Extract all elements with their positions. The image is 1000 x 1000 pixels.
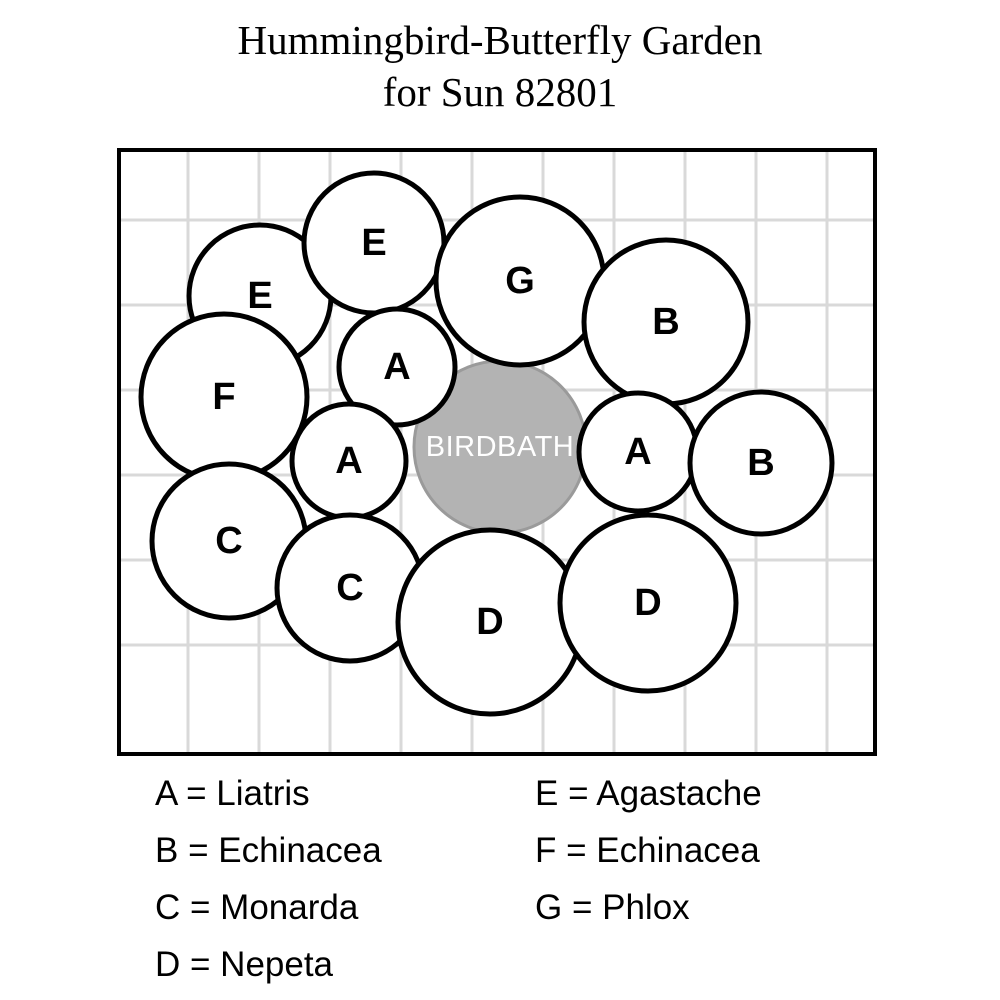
garden-plot-svg: BIRDBATH E E G B A F A A B C C D D	[117, 148, 877, 756]
plant-label-a: A	[335, 440, 362, 482]
plant-circle-a[interactable]	[336, 306, 458, 428]
legend-item: B = Echinacea	[155, 831, 382, 870]
legend-item: C = Monarda	[155, 888, 359, 927]
plant-circle-d[interactable]	[557, 512, 739, 694]
legend-item: E = Agastache	[535, 774, 762, 813]
plant-label-a: A	[383, 346, 410, 388]
plant-label-d: D	[476, 601, 503, 643]
plant-label-e: E	[361, 222, 386, 264]
legend-item: D = Nepeta	[155, 945, 334, 984]
legend-item: F = Echinacea	[535, 831, 760, 870]
legend-column-left: A = Liatris B = Echinacea C = Monarda D = N…	[155, 765, 382, 993]
legend-item: G = Phlox	[535, 888, 690, 927]
plant-label-c: C	[336, 567, 363, 609]
planting-shapes: BIRDBATH E E G B A F A A B C C D D	[138, 170, 835, 717]
plant-label-b: B	[652, 301, 679, 343]
plant-label-f: F	[212, 376, 235, 418]
garden-plot: BIRDBATH E E G B A F A A B C C D D	[117, 148, 877, 756]
plant-label-e: E	[247, 275, 272, 317]
plot-border	[117, 148, 877, 756]
title-line-2: for Sun 82801	[382, 69, 618, 115]
plant-label-d: D	[634, 582, 661, 624]
plant-label-b: B	[747, 442, 774, 484]
birdbath-label: BIRDBATH	[426, 431, 574, 463]
plant-label-g: G	[505, 260, 535, 302]
title-line-1: Hummingbird-Butterfly Garden	[237, 17, 763, 63]
page-title: Hummingbird-Butterfly Garden for Sun 828…	[0, 14, 1000, 118]
legend-item: A = Liatris	[155, 774, 310, 813]
plant-label-c: C	[215, 520, 242, 562]
legend-column-right: E = Agastache F = Echinacea G = Phlox	[535, 765, 762, 936]
plant-circle-b[interactable]	[687, 389, 835, 537]
legend: A = Liatris B = Echinacea C = Monarda D = N…	[155, 765, 895, 995]
plant-label-a: A	[624, 431, 651, 473]
